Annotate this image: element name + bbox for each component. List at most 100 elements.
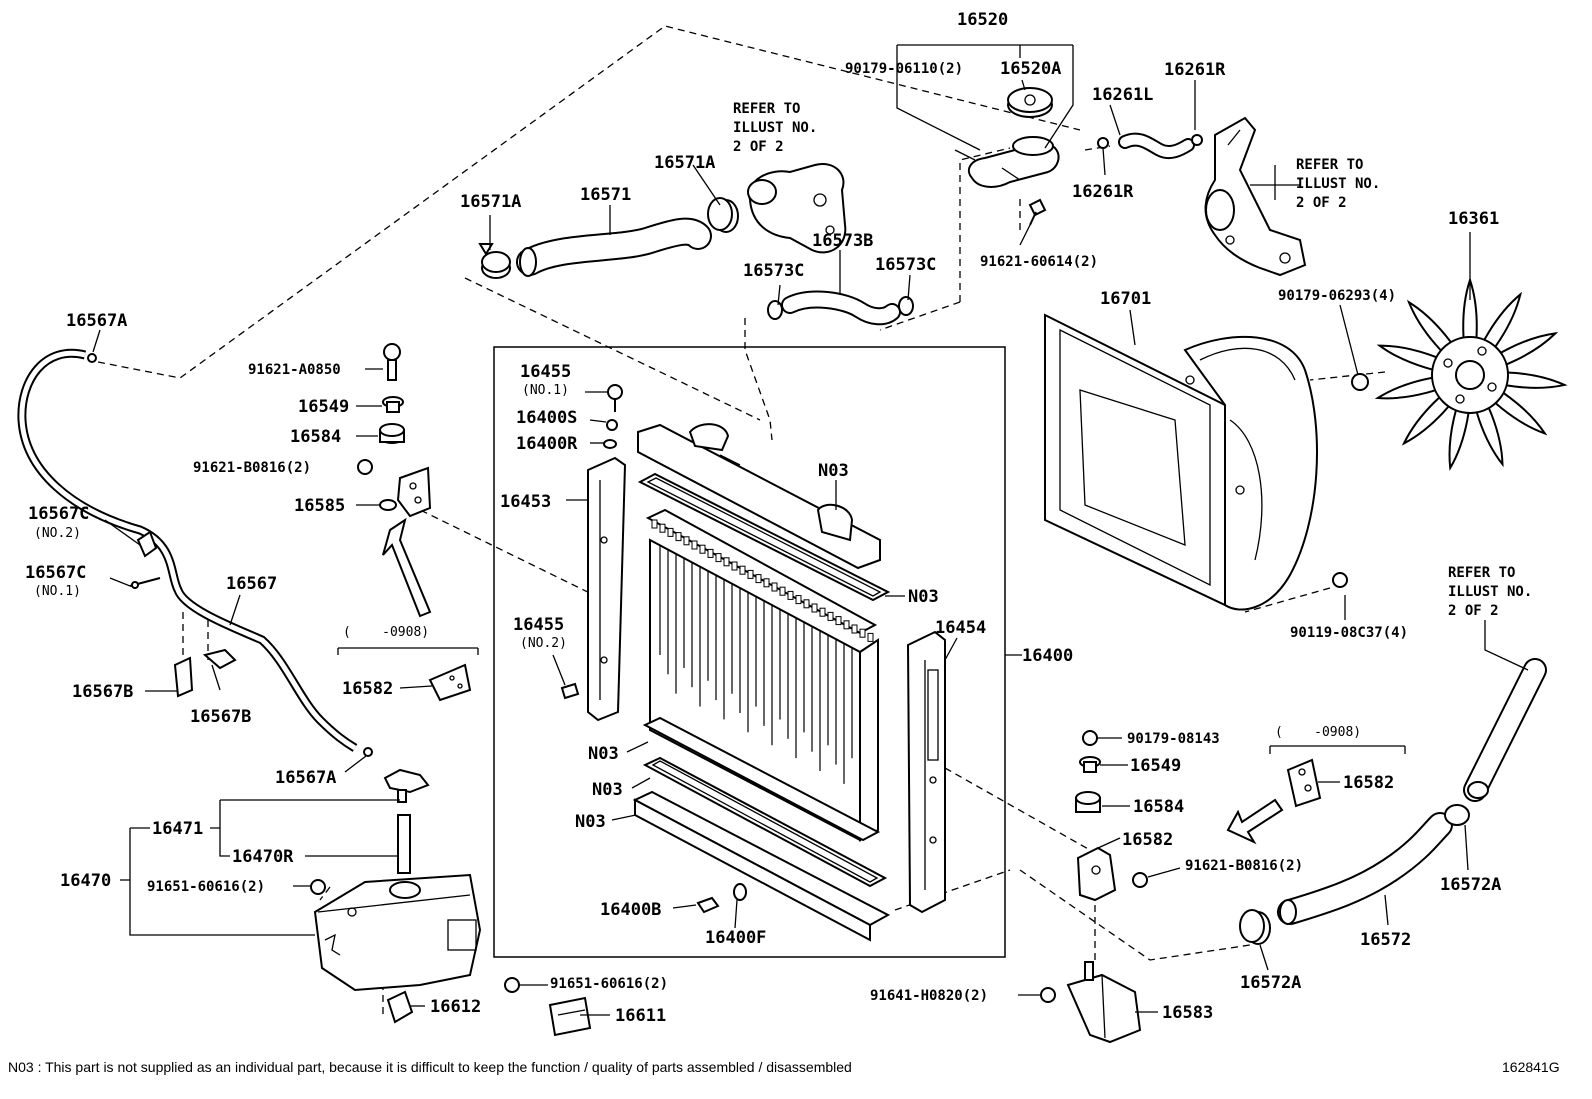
label-16611: 16611 <box>615 1006 666 1026</box>
cushion-16584-right <box>1075 791 1101 813</box>
label-16571: 16571 <box>580 185 631 205</box>
label-16567C-no2-sub: (NO.2) <box>34 526 81 541</box>
label-16470R: 16470R <box>232 847 294 867</box>
core-header-tooth <box>787 590 794 600</box>
core-header-tooth <box>755 574 762 584</box>
dashed-reference-lines <box>97 25 1386 1015</box>
bushing-16400S <box>606 419 618 431</box>
bracket-16611 <box>548 996 592 1037</box>
label-16261R-mid: 16261R <box>1072 182 1134 202</box>
core-header-tooth <box>723 557 730 567</box>
label-16567A-top: 16567A <box>66 311 127 331</box>
core-header-tooth <box>843 620 850 630</box>
label-16455-no1-sub: (NO.1) <box>522 383 569 398</box>
label-16582-left: 16582 <box>342 679 393 699</box>
bolt-91621-B0816-left <box>357 459 373 475</box>
cooling-fan-16361 <box>1375 276 1567 471</box>
label-16455-no1: 16455 <box>520 362 571 382</box>
bolt-91651-60616-bottom <box>504 977 520 993</box>
core-header-tooth <box>851 624 858 634</box>
clip-16567A-bottom <box>363 747 373 757</box>
label-16361: 16361 <box>1448 209 1499 229</box>
radiator-core <box>642 508 881 842</box>
label-16471: 16471 <box>152 819 203 839</box>
core-header-tooth <box>803 599 810 609</box>
radiator-assembly-frame <box>493 346 1006 958</box>
bracket-16582-mid <box>1076 846 1117 902</box>
bolt-91621-B0816-right <box>1132 872 1148 888</box>
label-16400: 16400 <box>1022 646 1073 666</box>
label-16400F: 16400F <box>705 928 766 948</box>
label-16567B-left: 16567B <box>72 682 133 702</box>
label-16572A-right: 16572A <box>1440 875 1501 895</box>
drain-cock-16400B <box>696 896 720 914</box>
lower-inlet-pipe <box>1463 658 1547 802</box>
label-N03-top: N03 <box>818 461 849 481</box>
label-91621-A0850: 91621-A0850 <box>248 362 341 378</box>
label-16567: 16567 <box>226 574 277 594</box>
label-16583: 16583 <box>1162 1003 1213 1023</box>
label-16400S: 16400S <box>516 408 577 428</box>
cushion-16584-left <box>379 423 405 444</box>
refer-note-top-center-3: 2 OF 2 <box>733 139 784 155</box>
refer-note-top-center-1: REFER TO <box>733 101 800 117</box>
label-N03-b: N03 <box>592 780 623 800</box>
water-inlet-pipe <box>1204 116 1307 277</box>
clip-16567C-no1 <box>129 577 161 589</box>
label-16567C-no1-sub: (NO.1) <box>34 584 81 599</box>
hose-clamp-16572A-right <box>1444 804 1470 826</box>
core-header-tooth <box>731 561 738 571</box>
reservoir-cap-16471 <box>383 768 430 803</box>
label-16549-right: 16549 <box>1130 756 1181 776</box>
label-16470: 16470 <box>60 871 111 891</box>
label-16571A-left: 16571A <box>460 192 521 212</box>
core-header-tooth <box>707 548 714 558</box>
core-header-tooth <box>699 544 706 554</box>
label-90179-06110: 90179-06110(2) <box>845 61 963 77</box>
core-header-tooth <box>739 565 746 575</box>
leader-lines <box>92 44 1529 1016</box>
label-N03-right: N03 <box>908 587 939 607</box>
bracket-16585 <box>379 466 432 518</box>
label-16612: 16612 <box>430 997 481 1017</box>
collar-16549-right <box>1079 756 1101 773</box>
gasket-n03-top <box>637 472 891 602</box>
arrow-down-left <box>1226 798 1284 845</box>
clamp-16567B-left <box>173 656 194 698</box>
label-16567C-no1: 16567C <box>25 563 86 583</box>
side-support-16454 <box>906 630 946 914</box>
label-91621-B0816-right: 91621-B0816(2) <box>1185 858 1303 874</box>
core-header-tooth <box>667 527 674 537</box>
refer-note-bottom-right-2: ILLUST NO. <box>1448 584 1532 600</box>
part-labels: 16520 90179-06110(2) 16520A 16261R 16261… <box>25 10 1532 1026</box>
label-16567B-right: 16567B <box>190 707 251 727</box>
core-header-tooth <box>691 540 698 550</box>
label-16549-left: 16549 <box>298 397 349 417</box>
fan-nut-90179-06293 <box>1351 373 1369 391</box>
lower-hose-16572 <box>1277 812 1453 925</box>
core-header-tooth <box>811 603 818 613</box>
hose-clamp-16572A-bottom <box>1239 909 1271 945</box>
label-16567C-no2: 16567C <box>28 504 89 524</box>
figure-id: 162841G <box>1502 1059 1560 1075</box>
bracket-16582-right <box>1286 758 1322 808</box>
gasket-n03-bottom <box>642 756 888 888</box>
label-16400B: 16400B <box>600 900 661 920</box>
label-16573C-left: 16573C <box>743 261 804 281</box>
refer-note-bottom-right-3: 2 OF 2 <box>1448 603 1499 619</box>
core-header-tooth <box>771 582 778 592</box>
label-N03-a: N03 <box>588 744 619 764</box>
clip-16567A-top <box>87 353 97 363</box>
clip-16567C-no2 <box>136 530 158 558</box>
reservoir-hose-16470R <box>397 814 411 874</box>
label-N03-c: N03 <box>575 812 606 832</box>
date-range-left: ( -0908) <box>343 625 429 640</box>
upper-hose-16571 <box>516 217 712 277</box>
radiator-lower-tank <box>632 790 891 942</box>
overflow-hose-16567 <box>17 348 358 752</box>
label-90119-08C37: 90119-08C37(4) <box>1290 625 1408 641</box>
core-header-tooth <box>651 519 658 529</box>
label-16572: 16572 <box>1360 930 1411 950</box>
core-header-tooth <box>819 607 826 617</box>
